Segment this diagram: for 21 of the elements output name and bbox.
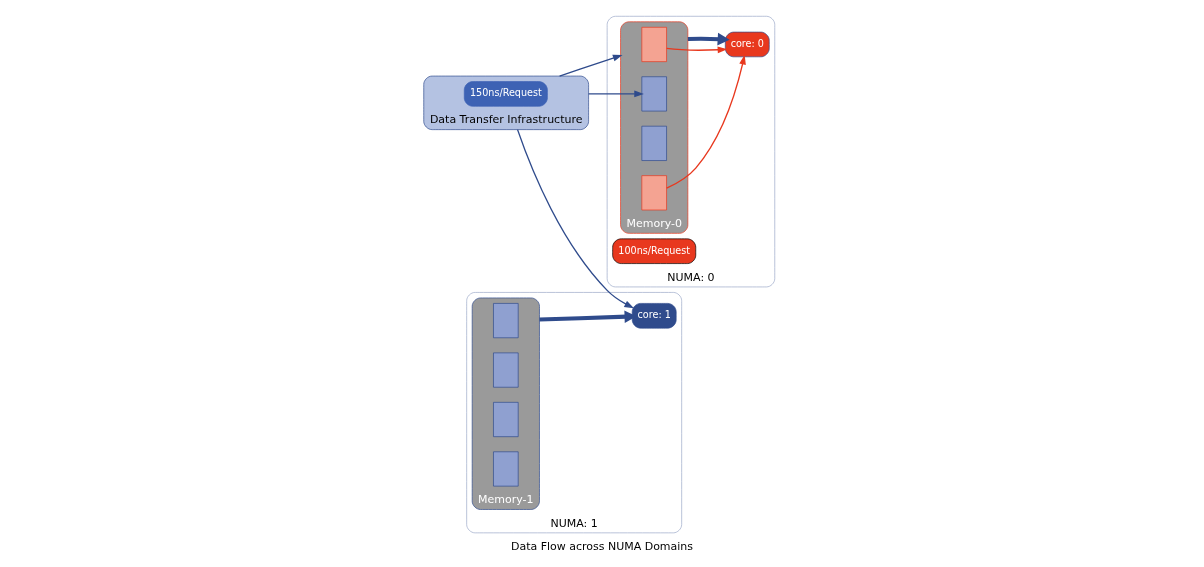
arrow xyxy=(516,128,634,309)
node-box xyxy=(641,76,667,112)
node-box xyxy=(641,26,667,62)
node-box: 100ns/Request xyxy=(612,238,697,264)
node-box xyxy=(493,402,519,438)
arrow xyxy=(587,90,644,98)
cluster: Memory-1 xyxy=(471,297,540,510)
node-box: core: 0 xyxy=(724,31,770,58)
node-box xyxy=(493,352,519,388)
node-box xyxy=(493,303,519,339)
arrow xyxy=(687,32,730,46)
caption: Data Flow across NUMA Domains xyxy=(510,539,694,553)
node-box xyxy=(641,175,667,211)
node-box xyxy=(641,125,667,161)
node-box xyxy=(493,451,519,487)
node-box: 150ns/Request xyxy=(463,81,548,107)
arrow xyxy=(558,54,623,77)
arrow xyxy=(666,46,728,54)
node-box: core: 1 xyxy=(631,303,677,329)
arrow xyxy=(666,54,746,189)
cluster: Memory-0 xyxy=(620,21,689,234)
